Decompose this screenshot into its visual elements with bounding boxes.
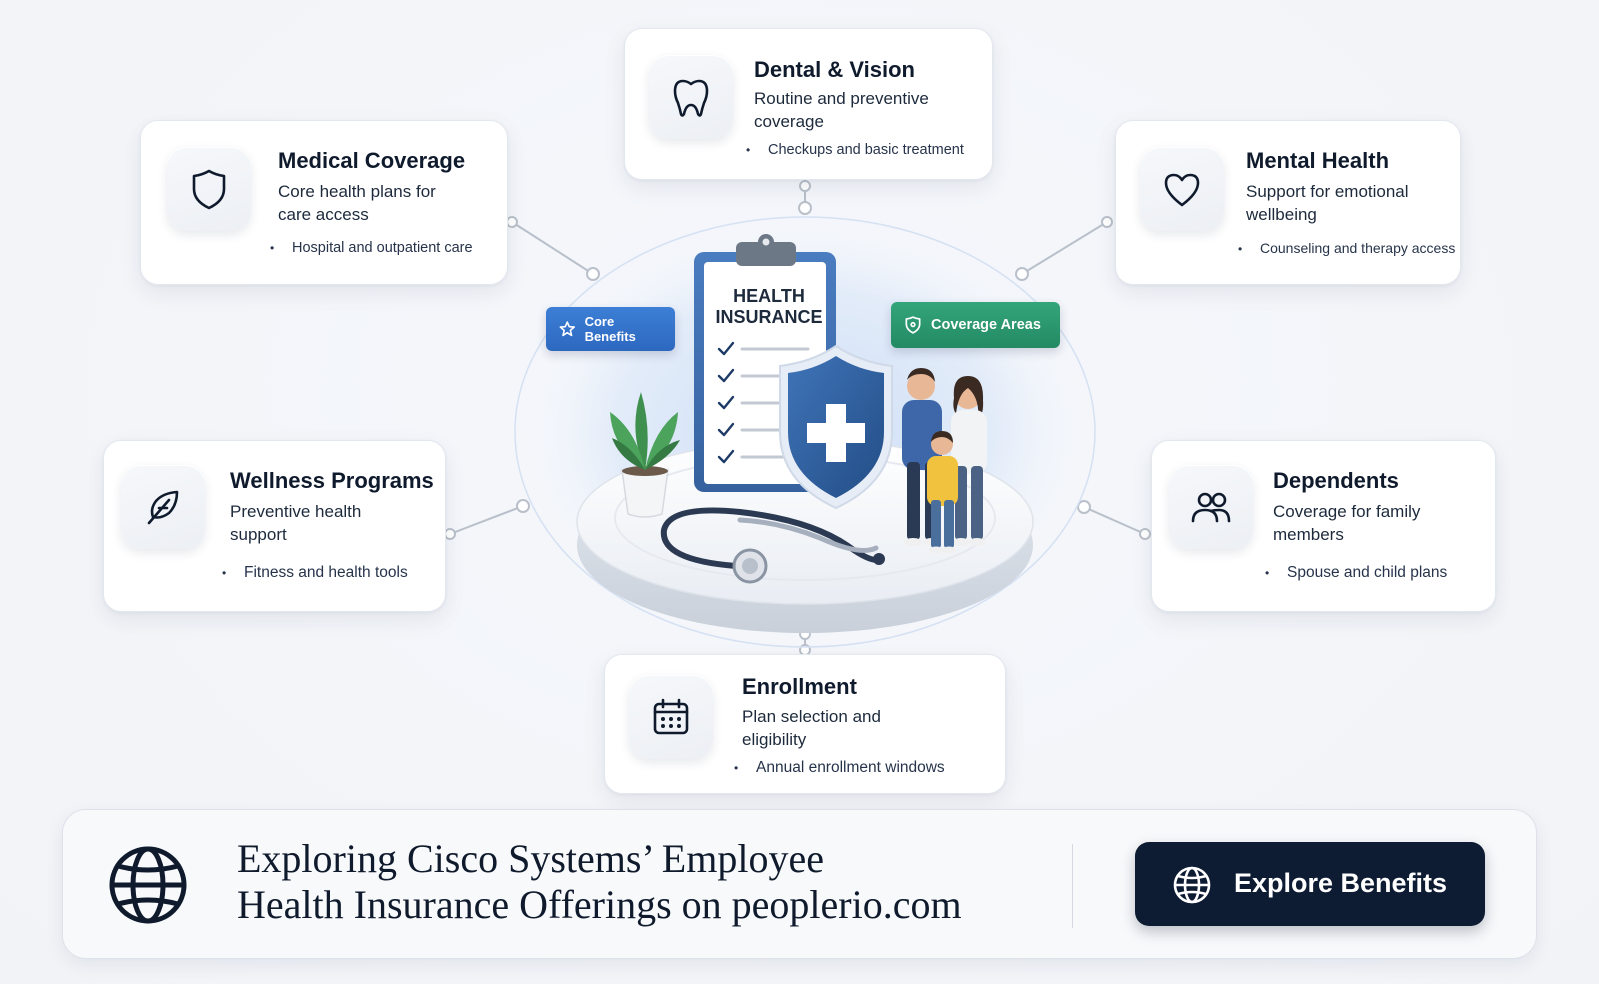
- card-subtitle: Routine and preventive coverage: [754, 89, 929, 131]
- globe-icon: [1173, 866, 1211, 904]
- coverage-areas-label: Coverage Areas: [931, 317, 1041, 333]
- card-title: Dependents: [1273, 468, 1399, 493]
- card-title: Wellness Programs: [230, 468, 434, 493]
- shield-check-icon: [905, 316, 921, 334]
- card-subtitle: Support for emotional wellbeing: [1246, 182, 1409, 224]
- explore-benefits-label: Explore Benefits: [1234, 868, 1448, 898]
- icon-tile: [649, 55, 733, 139]
- card-bullet: Checkups and basic treatment: [746, 142, 964, 158]
- card-medical-coverage: Medical Coverage Core health plans for c…: [140, 120, 508, 285]
- icon-tile: [121, 465, 205, 549]
- card-subtitle: Core health plans for care access: [278, 182, 436, 224]
- footer-banner: Exploring Cisco Systems’ Employee Health…: [62, 809, 1537, 959]
- card-title: Mental Health: [1246, 148, 1390, 173]
- title-line-1: Exploring Cisco Systems’ Employee: [237, 836, 824, 881]
- clipboard-line-1: HEALTH: [733, 286, 805, 306]
- core-benefits-tag: Core Benefits: [546, 307, 675, 351]
- card-wellness-programs: Wellness Programs Preventive health supp…: [103, 440, 446, 612]
- feather-icon: [147, 490, 179, 525]
- page-title: Exploring Cisco Systems’ Employee Health…: [237, 836, 1097, 928]
- coverage-areas-tag: Coverage Areas: [891, 302, 1060, 348]
- divider: [1072, 844, 1073, 928]
- explore-benefits-button[interactable]: Explore Benefits: [1135, 842, 1485, 926]
- icon-tile: [629, 675, 713, 759]
- icon-tile: [1140, 147, 1224, 231]
- shield-icon: [192, 169, 226, 210]
- card-enrollment: Enrollment Plan selection and eligibilit…: [604, 654, 1006, 794]
- card-subtitle: Plan selection and eligibility: [742, 707, 881, 749]
- card-title: Medical Coverage: [278, 148, 466, 173]
- card-dependents: Dependents Coverage for family members S…: [1151, 440, 1496, 612]
- card-bullet: Counseling and therapy access: [1238, 240, 1455, 256]
- clipboard-line-2: INSURANCE: [715, 307, 822, 327]
- card-subtitle: Coverage for family members: [1273, 502, 1421, 544]
- card-title: Enrollment: [742, 674, 857, 699]
- globe-icon: [109, 846, 187, 924]
- card-dental-vision: Dental & Vision Routine and preventive c…: [624, 28, 993, 180]
- card-mental-health: Mental Health Support for emotional well…: [1115, 120, 1461, 285]
- heart-icon: [1164, 173, 1200, 207]
- users-icon: [1191, 492, 1231, 523]
- card-title: Dental & Vision: [754, 57, 915, 82]
- calendar-icon: [653, 698, 689, 735]
- icon-tile: [167, 147, 251, 231]
- star-icon: [559, 321, 576, 337]
- core-benefits-label: Core Benefits: [584, 314, 636, 344]
- card-bullet: Spouse and child plans: [1265, 564, 1447, 582]
- tooth-icon: [673, 79, 709, 117]
- card-bullet: Hospital and outpatient care: [270, 240, 473, 256]
- card-subtitle: Preventive health support: [230, 502, 362, 544]
- icon-tile: [1169, 465, 1253, 549]
- card-bullet: Fitness and health tools: [222, 564, 408, 582]
- title-line-2: Health Insurance Offerings on peoplerio.…: [237, 882, 962, 927]
- card-bullet: Annual enrollment windows: [734, 759, 945, 777]
